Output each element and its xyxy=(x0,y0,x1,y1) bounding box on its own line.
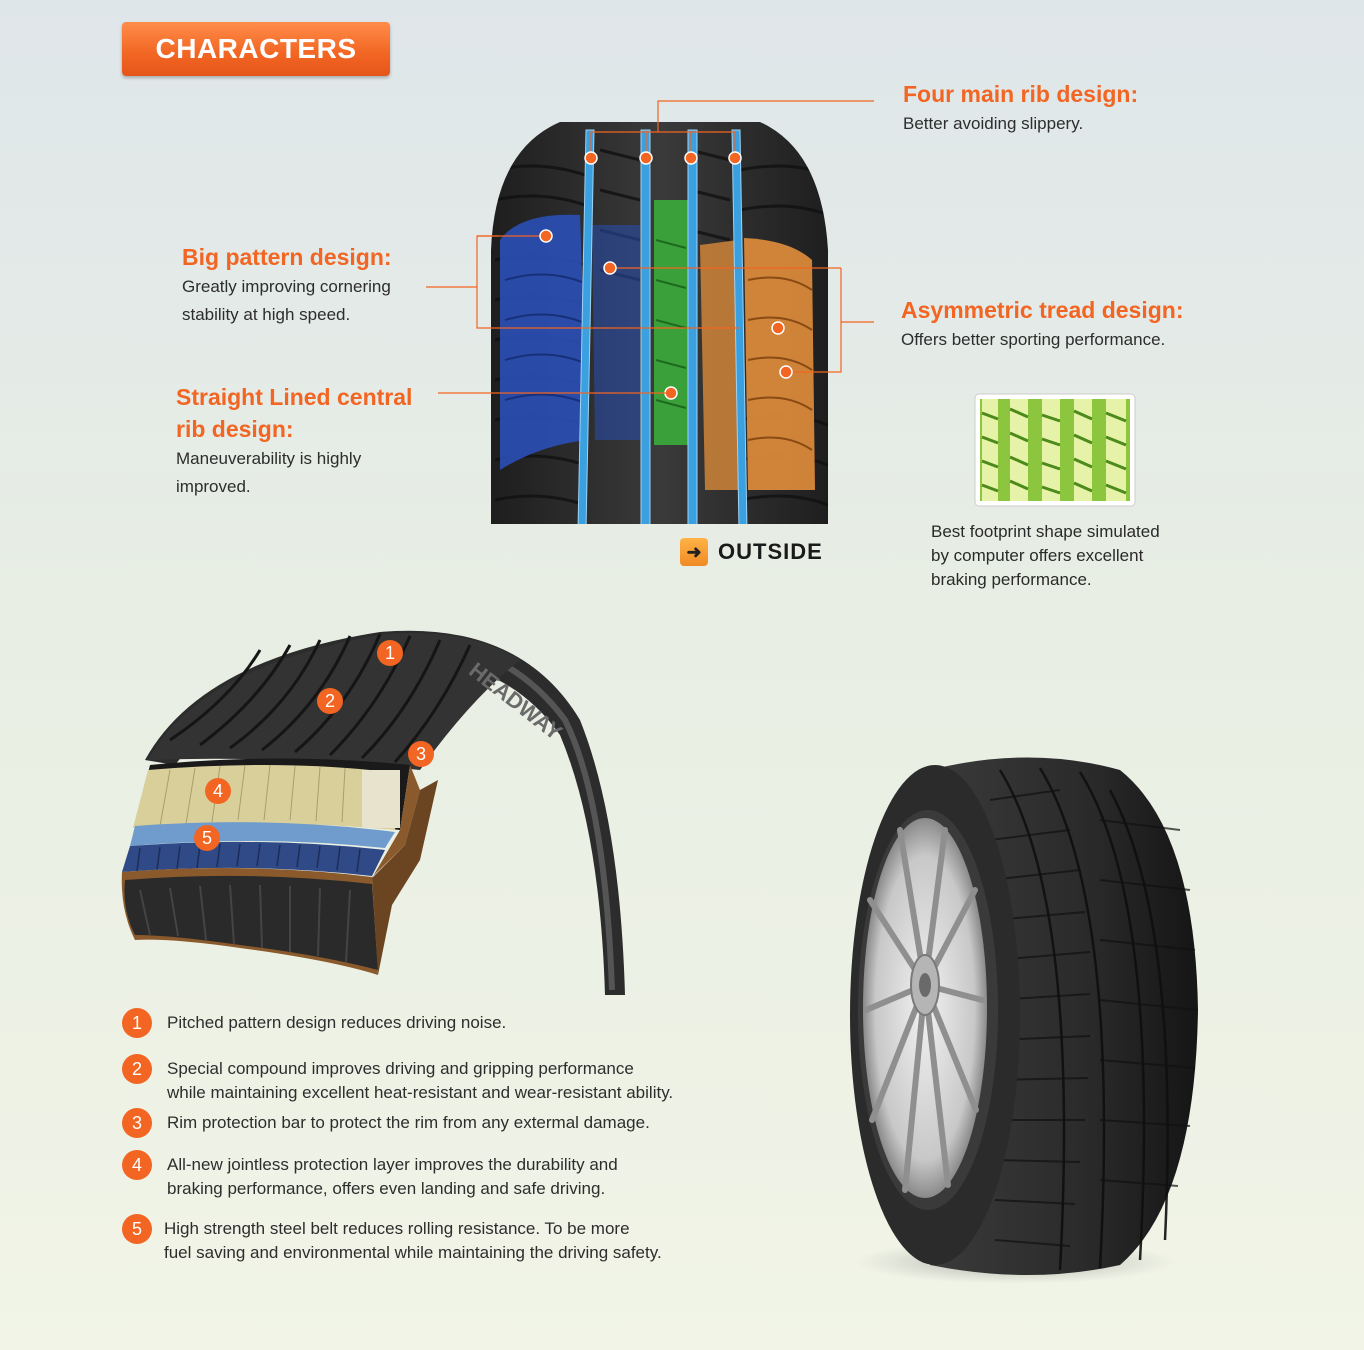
tread-diagram xyxy=(476,100,874,524)
list-item-line-1: Special compound improves driving and gr… xyxy=(167,1059,634,1078)
asymmetric-text: Offers better sporting performance. xyxy=(901,330,1166,349)
list-item-line-1: High strength steel belt reduces rolling… xyxy=(164,1219,630,1238)
footprint-text-1: Best footprint shape simulated xyxy=(931,522,1160,541)
straight-rib-title-1: Straight Lined central xyxy=(176,384,413,410)
outside-label: OUTSIDE xyxy=(718,539,823,564)
cutaway-marker-5: 5 xyxy=(202,828,212,848)
four-rib-feature: Four main rib design: Better avoiding sl… xyxy=(903,78,1138,138)
cutaway-marker-2: 2 xyxy=(325,691,335,711)
straight-rib-feature: Straight Lined central rib design: Maneu… xyxy=(176,381,412,501)
list-number: 3 xyxy=(122,1108,152,1138)
tire-wheel-image xyxy=(850,757,1198,1284)
list-item: 1 Pitched pattern design reduces driving… xyxy=(122,1008,506,1038)
list-item-line-1: Pitched pattern design reduces driving n… xyxy=(167,1013,507,1032)
footprint-image xyxy=(974,393,1136,507)
footprint-text-3: braking performance. xyxy=(931,570,1092,589)
outside-indicator: ➜ OUTSIDE xyxy=(680,538,823,566)
straight-rib-title-2: rib design: xyxy=(176,416,294,442)
list-item-line-2: while maintaining excellent heat-resista… xyxy=(167,1083,674,1102)
list-item-line-1: Rim protection bar to protect the rim fr… xyxy=(167,1113,650,1132)
list-item-line-2: braking performance, offers even landing… xyxy=(167,1179,606,1198)
list-item-line-2: fuel saving and environmental while main… xyxy=(164,1243,662,1262)
cutaway-marker-1: 1 xyxy=(385,643,395,663)
list-item: 3 Rim protection bar to protect the rim … xyxy=(122,1108,650,1138)
straight-rib-text-2: improved. xyxy=(176,477,251,496)
list-number: 4 xyxy=(122,1150,152,1180)
list-item: 2 Special compound improves driving and … xyxy=(122,1054,673,1105)
tire-cutaway: HEADWAY 1 2 3 4 5 xyxy=(121,630,625,995)
list-number: 2 xyxy=(122,1054,152,1084)
characters-badge: CHARACTERS xyxy=(122,22,390,76)
big-pattern-feature: Big pattern design: Greatly improving co… xyxy=(182,241,392,329)
big-pattern-title: Big pattern design: xyxy=(182,244,392,270)
list-item: 5 High strength steel belt reduces rolli… xyxy=(122,1214,662,1265)
four-rib-title: Four main rib design: xyxy=(903,81,1139,107)
asymmetric-title: Asymmetric tread design: xyxy=(901,297,1184,323)
footprint-caption: Best footprint shape simulated by comput… xyxy=(931,520,1211,592)
footprint-text-2: by computer offers excellent xyxy=(931,546,1144,565)
arrow-right-icon: ➜ xyxy=(680,538,708,566)
list-number: 5 xyxy=(122,1214,152,1244)
asymmetric-feature: Asymmetric tread design: Offers better s… xyxy=(901,294,1183,354)
list-number: 1 xyxy=(122,1008,152,1038)
big-pattern-text-1: Greatly improving cornering xyxy=(182,277,391,296)
four-rib-text: Better avoiding slippery. xyxy=(903,114,1084,133)
big-pattern-text-2: stability at high speed. xyxy=(182,305,351,324)
straight-rib-text-1: Maneuverability is highly xyxy=(176,449,362,468)
left-leader-lines xyxy=(426,286,671,394)
list-item-line-1: All-new jointless protection layer impro… xyxy=(167,1155,618,1174)
cutaway-marker-4: 4 xyxy=(213,781,223,801)
list-item: 4 All-new jointless protection layer imp… xyxy=(122,1150,618,1201)
cutaway-marker-3: 3 xyxy=(416,744,426,764)
